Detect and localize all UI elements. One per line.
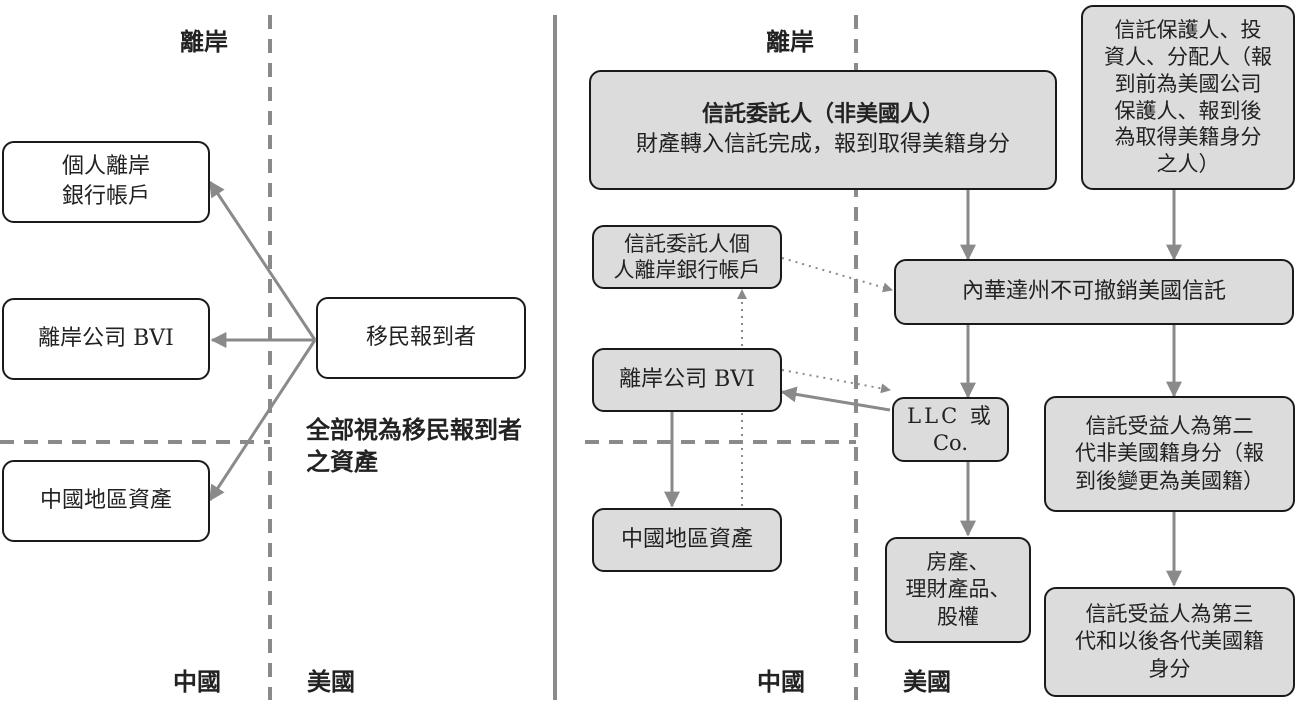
- left-region-usa-label: 美國: [307, 667, 355, 696]
- left-offshore-company-box: 離岸公司 BVI: [2, 298, 210, 380]
- protector-line-2: 資人、分配人（報: [1104, 44, 1272, 69]
- settlor-box: 信託委託人（非美國人） 財產轉入信託完成，報到取得美籍身分: [589, 70, 1057, 190]
- left-china-assets-label: 中國地區資產: [39, 488, 172, 514]
- settlor-account-line-2: 人離岸銀行帳戶: [613, 258, 761, 282]
- beneficiary2-line-1: 信託受益人為第二: [1085, 414, 1254, 439]
- right-offshore-company-box: 離岸公司 BVI: [592, 348, 782, 412]
- right-china-assets-box: 中國地區資產: [592, 508, 782, 572]
- protector-line-4: 保護人、報到後: [1114, 98, 1262, 123]
- nevada-trust-box: 內華達州不可撤銷美國信託: [894, 259, 1294, 325]
- property-line-3: 股權: [937, 604, 979, 629]
- protector-line-5: 為取得美籍身分: [1114, 125, 1262, 150]
- second-generation-beneficiary-box: 信託受益人為第二 代非美國籍身分（報 到後變更為美國籍）: [1044, 396, 1295, 512]
- settlor-account-line-1: 信託委託人個: [624, 231, 750, 256]
- left-region-china-label: 中國: [173, 667, 221, 696]
- settlor-title: 信託委託人（非美國人）: [701, 101, 944, 128]
- llc-line-1: LLC 或: [907, 404, 994, 429]
- arrow-immigrant-to-account: [208, 180, 317, 341]
- settlor-account-box: 信託委託人個 人離岸銀行帳戶: [592, 225, 782, 289]
- third-generation-beneficiary-box: 信託受益人為第三 代和以後各代美國籍 身分: [1044, 587, 1295, 697]
- beneficiary3-line-2: 代和以後各代美國籍: [1075, 629, 1264, 654]
- left-note: 全部視為移民報到者 之資產: [306, 414, 546, 479]
- protector-line-6: 之人）: [1156, 152, 1220, 177]
- property-line-2: 理財產品、: [905, 577, 1011, 602]
- arrow-immigrant-to-china: [208, 339, 317, 502]
- dotted-bvi-to-llc: [781, 369, 891, 394]
- property-line-1: 房產、: [926, 550, 990, 575]
- left-note-line-1: 全部視為移民報到者: [306, 415, 522, 444]
- immigrant-box: 移民報到者: [316, 297, 526, 379]
- protector-line-1: 信託保護人、投: [1114, 17, 1262, 42]
- arrow-llc-to-bvi: [780, 386, 891, 412]
- right-region-usa-label: 美國: [903, 667, 951, 696]
- property-box: 房產、 理財產品、 股權: [885, 537, 1031, 643]
- llc-box: LLC 或 Co.: [892, 397, 1009, 462]
- personal-account-line-1: 個人離岸: [61, 154, 150, 180]
- nevada-trust-label: 內華達州不可撤銷美國信託: [961, 279, 1226, 305]
- beneficiary2-line-3: 到後變更為美國籍）: [1075, 468, 1264, 493]
- beneficiary3-line-1: 信託受益人為第三: [1085, 602, 1254, 627]
- left-china-assets-box: 中國地區資產: [2, 460, 210, 542]
- right-offshore-company-label: 離岸公司 BVI: [619, 367, 755, 393]
- personal-account-line-2: 銀行帳戶: [61, 184, 150, 209]
- protector-line-3: 到前為美國公司: [1114, 71, 1262, 96]
- left-region-offshore-label: 離岸: [180, 27, 228, 56]
- dotted-account-to-trust: [781, 257, 893, 293]
- settlor-subtitle: 財產轉入信託完成，報到取得美籍身分: [635, 132, 1010, 157]
- beneficiary3-line-3: 身分: [1148, 656, 1191, 681]
- right-china-assets-label: 中國地區資產: [620, 527, 753, 553]
- left-note-line-2: 之資產: [306, 447, 378, 477]
- protector-box: 信託保護人、投 資人、分配人（報 到前為美國公司 保護人、報到後 為取得美籍身分…: [1081, 5, 1295, 190]
- right-region-china-label: 中國: [757, 667, 805, 696]
- immigrant-label: 移民報到者: [365, 325, 476, 351]
- right-region-offshore-label: 離岸: [766, 27, 814, 56]
- llc-line-2: Co.: [932, 430, 969, 455]
- beneficiary2-line-2: 代非美國籍身分（報: [1075, 441, 1264, 466]
- personal-offshore-account-box: 個人離岸 銀行帳戶: [2, 141, 210, 223]
- left-offshore-company-label: 離岸公司 BVI: [38, 326, 174, 352]
